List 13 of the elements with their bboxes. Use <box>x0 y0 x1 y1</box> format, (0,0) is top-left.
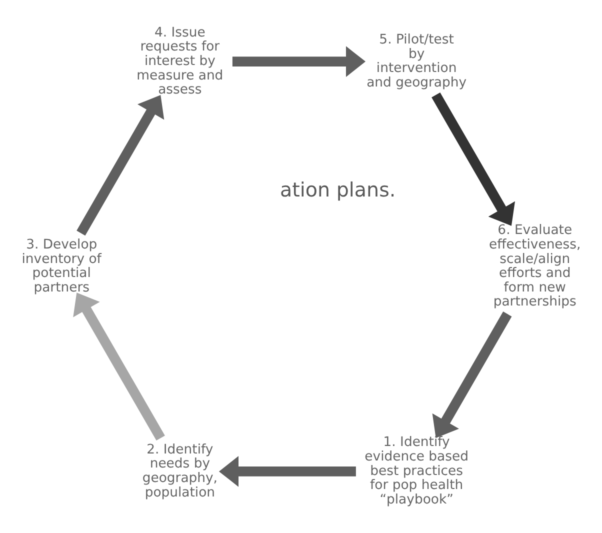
arrow <box>432 312 512 438</box>
arrow <box>232 46 366 77</box>
node-text: 2. Identify needs by geography, population <box>142 442 218 500</box>
arrow <box>73 292 165 441</box>
arrow <box>76 95 164 236</box>
node-text: 6. Evaluate effectiveness, scale/align efforts and form new partnerships <box>489 223 581 310</box>
arrow <box>432 92 516 226</box>
node-text: 1. Identify evidence based best practices for pop health “playbook” <box>364 435 468 508</box>
node-text: 4. Issue requests for interest by measure and assess <box>136 25 224 98</box>
node-text: 3. Develop inventory of potential partners <box>22 237 102 296</box>
node-text: 5. Pilot/test by intervention and geography <box>366 32 467 90</box>
arrow <box>218 456 356 487</box>
label: ation plans. <box>280 178 396 202</box>
